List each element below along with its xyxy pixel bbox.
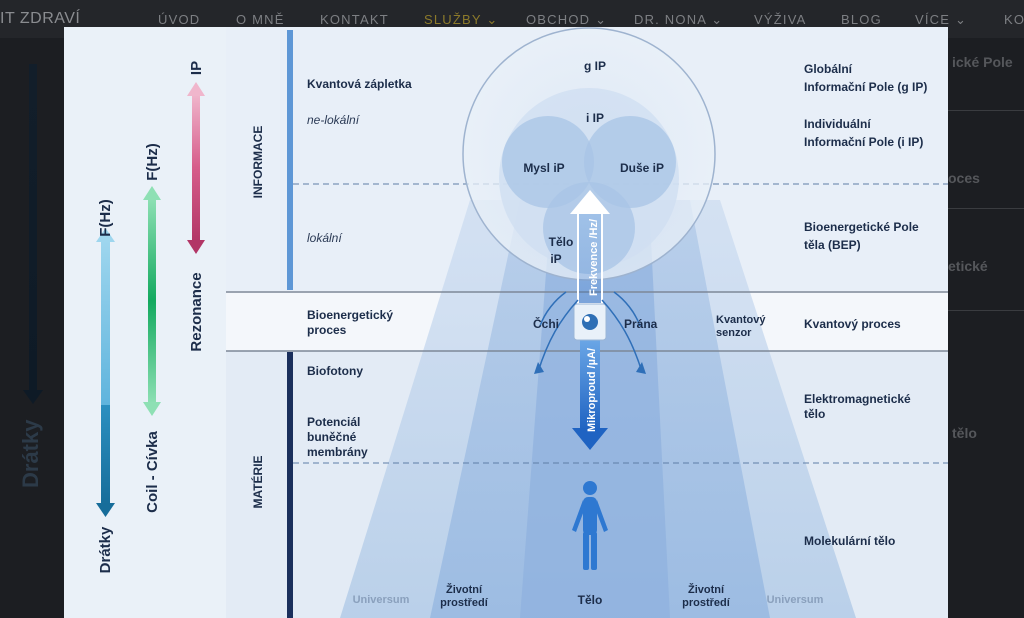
elektromagneticke-label-2: tělo	[804, 407, 825, 421]
kvantovy-senzor-label-1: Kvantový	[716, 314, 766, 326]
lightbox-image[interactable]: F(Hz) Drátky F(Hz) Coil - Cívka IP Rezon…	[64, 27, 948, 618]
diagram-svg: F(Hz) Drátky F(Hz) Coil - Cívka IP Rezon…	[64, 27, 948, 618]
telo-ip-label-2: iP	[550, 252, 561, 266]
biofotony-label: Biofotony	[307, 364, 363, 378]
bep-label-1: Bioenergetické Pole	[804, 220, 919, 234]
globalni-label-2: Informační Pole (g IP)	[804, 80, 927, 94]
potencial-label-1: Potenciál	[307, 415, 360, 429]
bioenergeticky-label-1: Bioenergetický	[307, 308, 393, 322]
telo-ip-label-1: Tělo	[549, 235, 574, 249]
elektromagneticke-label-1: Elektromagnetické	[804, 392, 911, 406]
universum-left-label: Universum	[353, 594, 410, 606]
individualni-label-1: Individuální	[804, 117, 871, 131]
mysl-circle	[502, 116, 594, 208]
frekvence-label: Frekvence /Hz/	[588, 219, 600, 296]
nav-dr-nona[interactable]: DR. NONA ⌄	[634, 12, 724, 27]
bg-divider	[948, 310, 1024, 311]
mikroproud-label: Mikroproud /µA/	[586, 348, 598, 432]
zivotni-left-label-1: Životní	[446, 583, 483, 596]
lokalni-label: lokální	[307, 231, 343, 245]
prana-label: Prána	[624, 317, 658, 331]
molekularni-label: Molekulární tělo	[804, 534, 895, 548]
human-figure-icon	[572, 481, 608, 570]
nav-uvod[interactable]: ÚVOD	[158, 12, 201, 27]
frekvence-arrow-head	[570, 190, 610, 214]
coil-arrow	[143, 186, 161, 416]
universum-right-label: Universum	[767, 594, 824, 606]
telo-bottom-label: Tělo	[578, 593, 603, 607]
mikroproud-arrow-head	[572, 428, 608, 450]
bioenergeticky-label-2: proces	[307, 323, 347, 337]
nav-kontakt[interactable]: KONTAKT	[320, 12, 389, 27]
bg-divider	[948, 208, 1024, 209]
coil-bottom-label: Coil - Cívka	[144, 430, 161, 512]
zivotni-left-label-2: prostředí	[440, 597, 489, 609]
kvantova-zapletka-label: Kvantová zápletka	[307, 77, 412, 91]
mysl-label: Mysl iP	[523, 161, 564, 175]
mikroproud-arrow	[580, 340, 600, 430]
ip-top-label: IP	[188, 61, 205, 75]
globalni-label-1: Globální	[804, 62, 853, 76]
nav-sluzby[interactable]: SLUŽBY ⌄	[424, 12, 499, 27]
materie-strip	[287, 352, 293, 618]
bg-dratky-label: Drátky	[18, 419, 43, 488]
bg-divider	[948, 110, 1024, 111]
nav-obchod[interactable]: OBCHOD ⌄	[526, 12, 608, 27]
band-materie: MATÉRIE	[250, 455, 265, 508]
bg-text-proces: oces	[948, 170, 980, 186]
bg-text-telo: tělo	[952, 425, 977, 441]
kvantovy-senzor-label-2: senzor	[716, 327, 752, 339]
zivotni-right-label-2: prostředí	[682, 597, 731, 609]
nav-blog[interactable]: BLOG	[841, 12, 882, 27]
bg-text-eticke: etické	[948, 258, 988, 274]
potencial-label-2: buněčné	[307, 430, 357, 444]
site-brand[interactable]: IT ZDRAVÍ	[0, 10, 81, 27]
kvantovy-proces-label: Kvantový proces	[804, 317, 901, 331]
iip-label: i IP	[586, 111, 604, 125]
nelokalni-label: ne-lokální	[307, 113, 361, 127]
duse-circle	[584, 116, 676, 208]
cchi-label: Čchi	[533, 316, 559, 331]
potencial-label-3: membrány	[307, 445, 368, 459]
nav-ko[interactable]: KO	[1004, 12, 1024, 27]
individualni-label-2: Informační Pole (i IP)	[804, 135, 923, 149]
gip-label: g IP	[584, 59, 606, 73]
nav-o-mne[interactable]: O MNĚ	[236, 12, 285, 27]
duse-label: Duše iP	[620, 161, 664, 175]
dratky-arrow	[96, 228, 115, 517]
coil-top-label: F(Hz)	[144, 143, 161, 181]
nav-vyziva[interactable]: VÝŽIVA	[754, 12, 807, 27]
bg-arrow-shaft	[29, 64, 37, 394]
band-informace: INFORMACE	[251, 126, 265, 199]
bg-arrow-head	[23, 390, 43, 404]
zivotni-right-label-1: Životní	[688, 583, 725, 596]
ip-arrow	[187, 82, 205, 254]
rezonance-label: Rezonance	[188, 272, 205, 351]
bep-label-2: těla (BEP)	[804, 238, 861, 252]
informace-strip	[287, 30, 293, 290]
dratky-bottom-label: Drátky	[97, 526, 114, 573]
nav-vice[interactable]: VÍCE ⌄	[915, 12, 968, 27]
bg-text-pole: ické Pole	[952, 54, 1013, 70]
dratky-top-label: F(Hz)	[97, 199, 114, 237]
